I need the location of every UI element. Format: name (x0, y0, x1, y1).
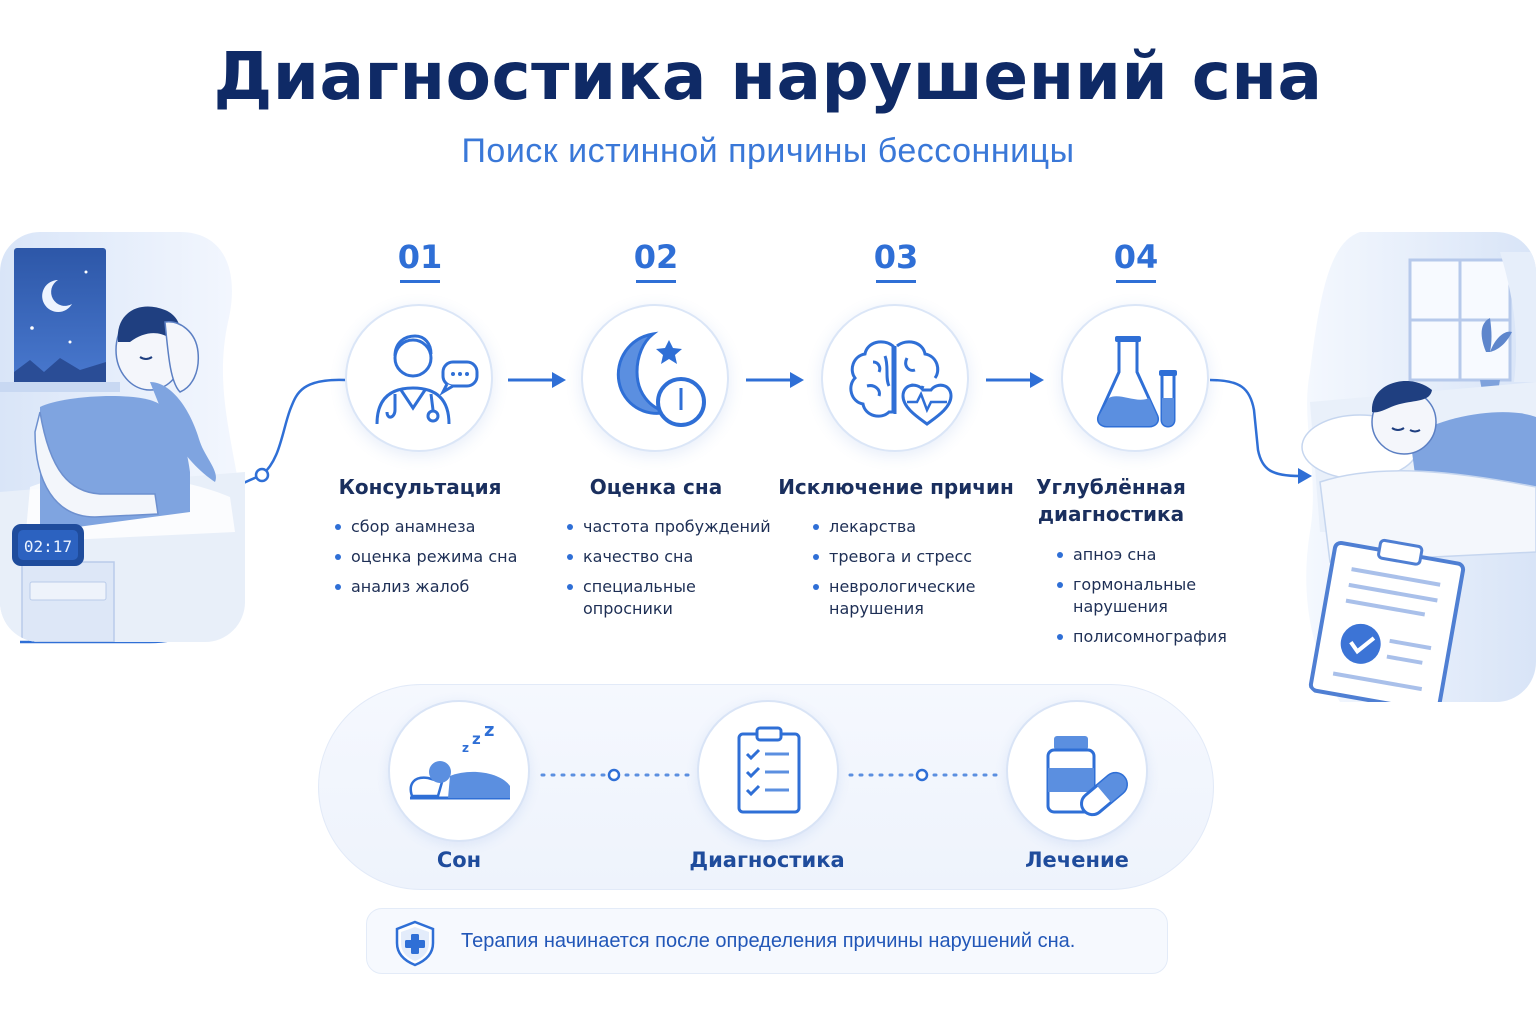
step-items: апноэ сна гормональные нарушения полисом… (1055, 544, 1295, 656)
list-item: анализ жалоб (333, 576, 583, 598)
checklist-icon (697, 700, 839, 842)
moon-clock-icon (581, 304, 729, 452)
insomnia-scene: 02:17 (0, 232, 245, 642)
list-item: качество сна (565, 546, 785, 568)
list-item: лекарства (811, 516, 1001, 538)
brain-heart-icon (821, 304, 969, 452)
step-title: Углублённая диагностика (1036, 475, 1186, 526)
flow-label-sleep: Сон (436, 848, 482, 872)
night-window (14, 248, 106, 388)
step-title: Оценка сна (589, 475, 723, 499)
arrow-right-icon (986, 372, 1044, 388)
list-item: неврологические нарушения (811, 576, 981, 620)
sleeping-person-icon: z z z (388, 700, 530, 842)
doctor-icon (345, 304, 493, 452)
step-number-underline (636, 280, 676, 283)
dotted-connector (848, 768, 998, 782)
moon-icon (42, 280, 72, 312)
step-number: 03 (873, 238, 919, 276)
arrow-right-icon (746, 372, 804, 388)
restful-sleep-scene (1300, 232, 1536, 702)
page-title: Диагностика нарушений сна (213, 38, 1323, 115)
svg-text:z: z (462, 741, 469, 755)
step-number-underline (1116, 280, 1156, 283)
step-number-underline (876, 280, 916, 283)
step-title: Исключение причин (778, 475, 1014, 499)
svg-text:z: z (484, 720, 494, 741)
shield-plus-icon (395, 920, 435, 967)
dotted-connector (540, 768, 690, 782)
flow-label-treatment: Лечение (1025, 848, 1129, 872)
clock-display: 02:17 (24, 537, 72, 556)
arrow-right-icon (508, 372, 566, 388)
lab-flask-icon (1061, 304, 1209, 452)
step-number: 04 (1113, 238, 1159, 276)
plant-icon (1481, 318, 1512, 352)
list-item: апноэ сна (1055, 544, 1295, 566)
clipboard-check-icon (1308, 538, 1466, 702)
list-item: полисомнография (1055, 626, 1295, 648)
list-item: оценка режима сна (333, 546, 583, 568)
step-number-underline (400, 280, 440, 283)
medicine-icon (1006, 700, 1148, 842)
list-item: частота пробуждений (565, 516, 785, 538)
step-items: сбор анамнеза оценка режима сна анализ ж… (333, 516, 583, 606)
svg-text:z: z (472, 730, 481, 748)
step-items: частота пробуждений качество сна специал… (565, 516, 785, 628)
flow-label-diagnostics: Диагностика (689, 848, 845, 872)
page-subtitle: Поиск истинной причины бессонницы (461, 132, 1075, 170)
list-item: специальные опросники (565, 576, 725, 620)
step-number: 01 (397, 238, 443, 276)
step-title: Консультация (338, 475, 502, 499)
list-item: тревога и стресс (811, 546, 1001, 568)
therapy-note-text: Терапия начинается после определения при… (461, 930, 1076, 952)
step-number: 02 (633, 238, 679, 276)
list-item: сбор анамнеза (333, 516, 583, 538)
list-item: гормональные нарушения (1055, 574, 1295, 618)
therapy-note: Терапия начинается после определения при… (366, 908, 1168, 974)
step-items: лекарства тревога и стресс неврологическ… (811, 516, 1001, 628)
